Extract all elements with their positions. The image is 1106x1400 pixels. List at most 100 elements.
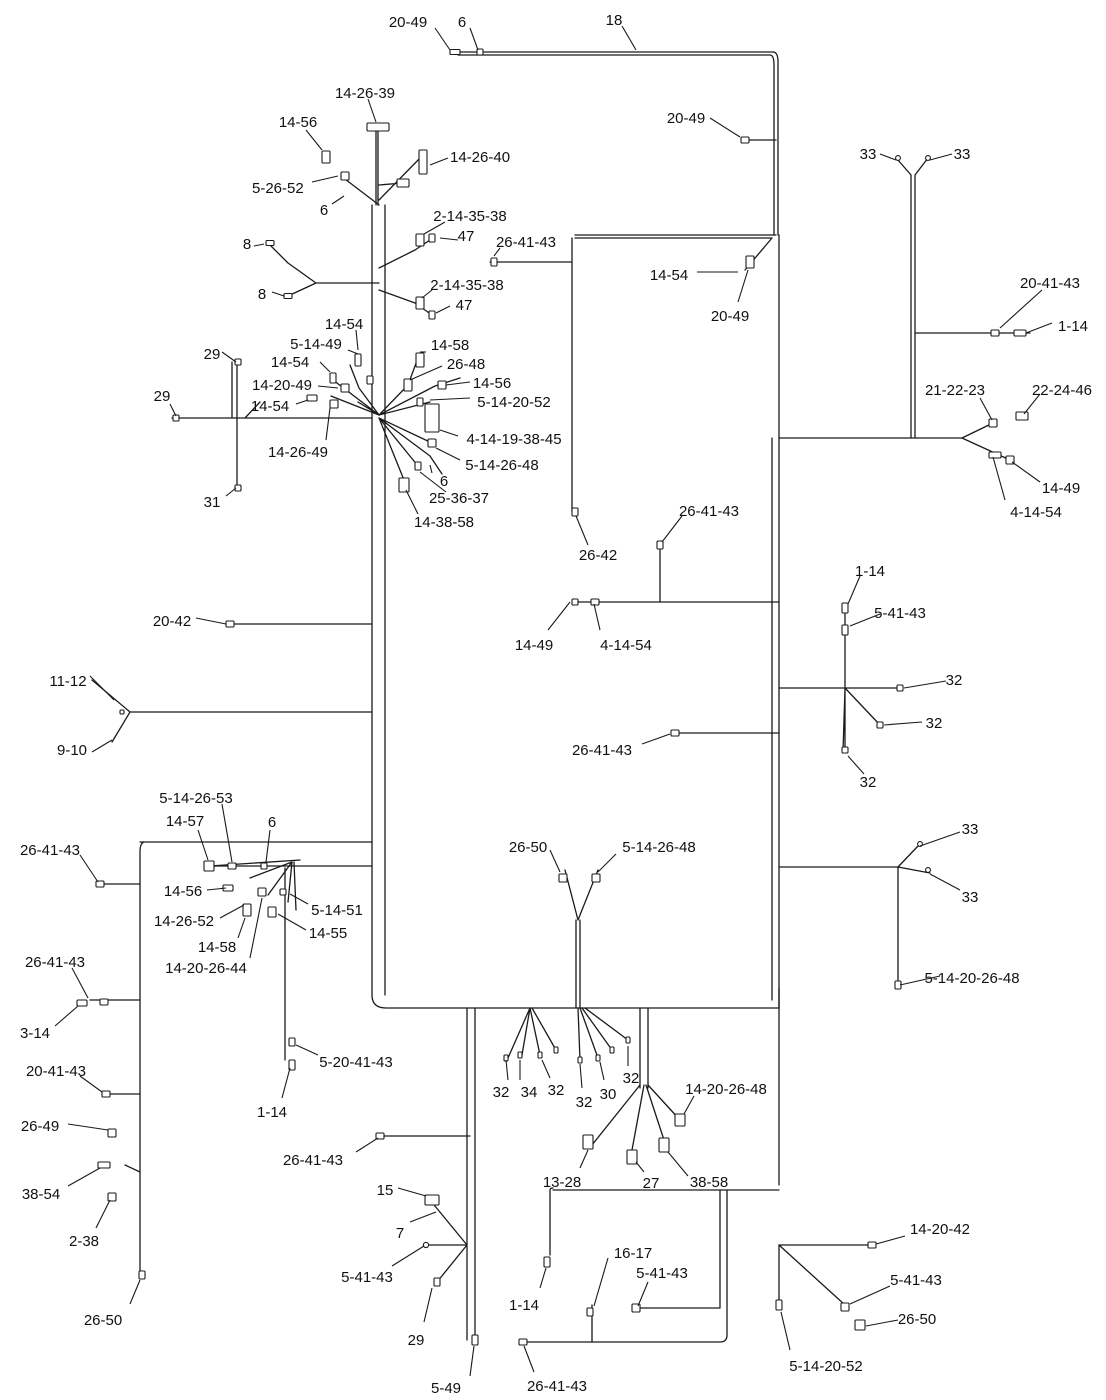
part-label: 26-41-43: [679, 503, 739, 520]
part-label: 26-50: [84, 1312, 122, 1329]
label-leader: [883, 721, 923, 726]
part-label: 26-48: [447, 356, 485, 373]
part-label: 14-26-40: [450, 149, 510, 166]
part-label: 26-41-43: [25, 954, 85, 971]
connector: [740, 136, 750, 144]
label-leader: [979, 397, 993, 421]
wire-segment: [457, 51, 779, 236]
part-label: 20-49: [389, 14, 427, 31]
connector: [396, 178, 410, 188]
label-leader: [469, 1345, 475, 1377]
label-leader: [289, 893, 309, 905]
label-leader: [899, 975, 941, 986]
part-label: 20-41-43: [1020, 275, 1080, 292]
part-label: 5-41-43: [890, 1272, 942, 1289]
connector: [257, 887, 267, 897]
connector: [896, 684, 904, 692]
label-leader: [429, 397, 471, 401]
label-leader: [129, 1279, 141, 1305]
part-label: 14-57: [166, 813, 204, 830]
connector: [260, 862, 268, 870]
label-leader: [221, 351, 237, 363]
wire-segment: [897, 157, 929, 439]
label-leader: [439, 429, 459, 437]
wire-segment: [378, 237, 434, 316]
part-label: 31: [204, 494, 221, 511]
part-label: 14-20-26-44: [165, 960, 247, 977]
label-leader: [295, 399, 309, 405]
part-label: 27: [643, 1175, 660, 1192]
part-label: 22-24-46: [1032, 382, 1092, 399]
harness-wires: [89, 51, 1031, 1343]
connector: [590, 598, 600, 606]
label-leader: [637, 1281, 649, 1307]
connector: [490, 257, 498, 267]
connector: [415, 233, 425, 247]
part-label: 14-58: [431, 337, 469, 354]
wire-segment: [778, 1244, 873, 1306]
label-leader: [661, 515, 683, 543]
part-label: 14-58: [198, 939, 236, 956]
label-leader: [206, 887, 227, 891]
label-leader: [621, 25, 637, 51]
label-leader: [599, 1061, 605, 1081]
part-label: 5-14-26-48: [622, 839, 695, 856]
part-label: 14-54: [271, 354, 309, 371]
label-leader: [197, 829, 209, 861]
connector: [476, 48, 484, 56]
connector: [398, 477, 410, 493]
part-label: 14-20-26-48: [685, 1081, 767, 1098]
label-leader: [575, 515, 589, 546]
label-leader: [219, 904, 245, 919]
label-leader: [1011, 461, 1041, 483]
label-leader: [547, 601, 571, 631]
connector: [591, 873, 601, 883]
connector: [288, 1059, 296, 1071]
label-leader: [409, 365, 443, 381]
label-leader: [347, 349, 359, 355]
label-leaders: [54, 25, 1053, 1377]
wire-segment: [330, 364, 380, 416]
wire-segment: [591, 1007, 681, 1151]
part-label: 11-12: [49, 673, 86, 690]
connector: [658, 1137, 670, 1153]
label-leader: [523, 1345, 535, 1373]
part-label: 26-41-43: [527, 1378, 587, 1395]
part-label: 4-14-54: [1010, 504, 1062, 521]
label-leader: [1023, 393, 1041, 415]
wire-segment: [507, 1007, 557, 1059]
part-label: 26-42: [579, 547, 617, 564]
label-leader: [780, 1311, 791, 1351]
connector: [234, 358, 242, 366]
label-leader: [281, 1067, 291, 1099]
part-label: 26-50: [898, 1311, 936, 1328]
label-leader: [469, 27, 479, 51]
part-label: 33: [954, 146, 971, 163]
part-label: 7: [396, 1225, 404, 1242]
part-label: 30: [600, 1086, 617, 1103]
label-leader: [505, 1059, 509, 1081]
connector: [329, 372, 337, 384]
label-leader: [225, 487, 237, 497]
part-label: 5-14-49: [290, 336, 342, 353]
connector: [427, 438, 437, 448]
part-label: 14-55: [309, 925, 347, 942]
connector: [329, 399, 339, 409]
part-label: 5-26-52: [252, 180, 304, 197]
part-label: 1-14: [855, 563, 885, 580]
part-label: 2-38: [69, 1233, 99, 1250]
label-leader: [434, 27, 451, 51]
part-label: 8: [243, 236, 251, 253]
label-leader: [311, 175, 339, 183]
part-label: 18: [606, 12, 623, 29]
connector: [354, 353, 362, 367]
part-label: 26-50: [509, 839, 547, 856]
label-leader: [79, 854, 99, 883]
connector: [518, 1338, 528, 1346]
connector: [366, 122, 390, 132]
connector: [227, 862, 237, 870]
label-leader: [539, 1267, 547, 1289]
part-label: 29: [408, 1332, 425, 1349]
label-leader: [355, 1137, 379, 1153]
part-label: 6: [320, 202, 328, 219]
